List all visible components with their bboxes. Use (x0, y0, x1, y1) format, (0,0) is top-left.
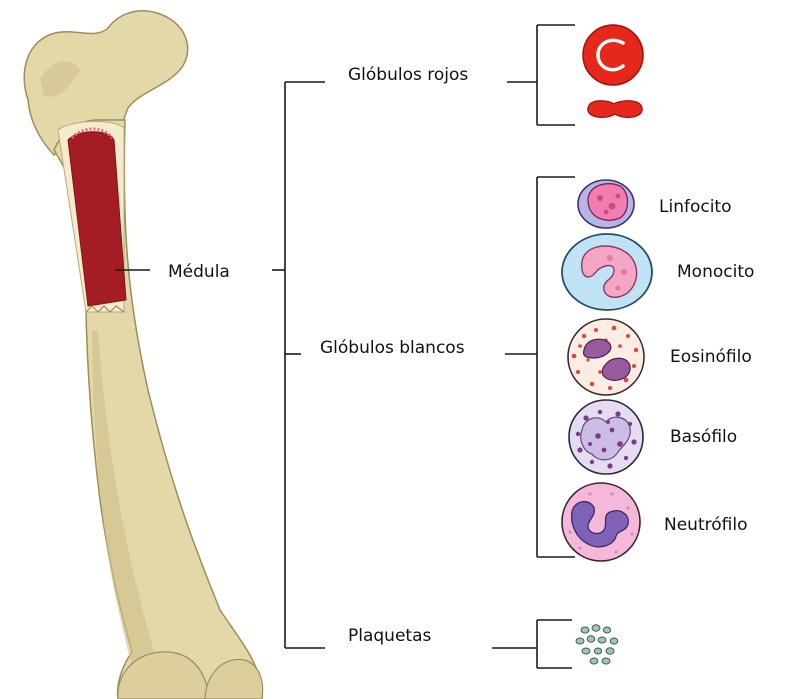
red-blood-cell-side-icon (588, 101, 642, 118)
platelets-icon (576, 625, 618, 664)
marrow-label: Médula (168, 262, 230, 282)
lymphocyte-icon (578, 180, 634, 228)
red-blood-cell-front-icon (583, 25, 643, 85)
red-blood-cells-label: Glóbulos rojos (348, 65, 468, 85)
monocyte-label: Monocito (677, 262, 754, 282)
white-blood-cells-label: Glóbulos blancos (320, 338, 465, 358)
lymphocyte-label: Linfocito (659, 197, 732, 217)
platelets-label: Plaquetas (348, 626, 431, 646)
basophil-icon (569, 400, 643, 474)
eosinophil-label: Eosinófilo (670, 347, 752, 367)
neutrophil-icon (562, 483, 640, 561)
neutrophil-label: Neutrófilo (664, 515, 747, 535)
eosinophil-icon (568, 319, 644, 395)
basophil-label: Basófilo (670, 427, 737, 447)
monocyte-icon (562, 234, 652, 310)
femur-bone (24, 11, 262, 699)
